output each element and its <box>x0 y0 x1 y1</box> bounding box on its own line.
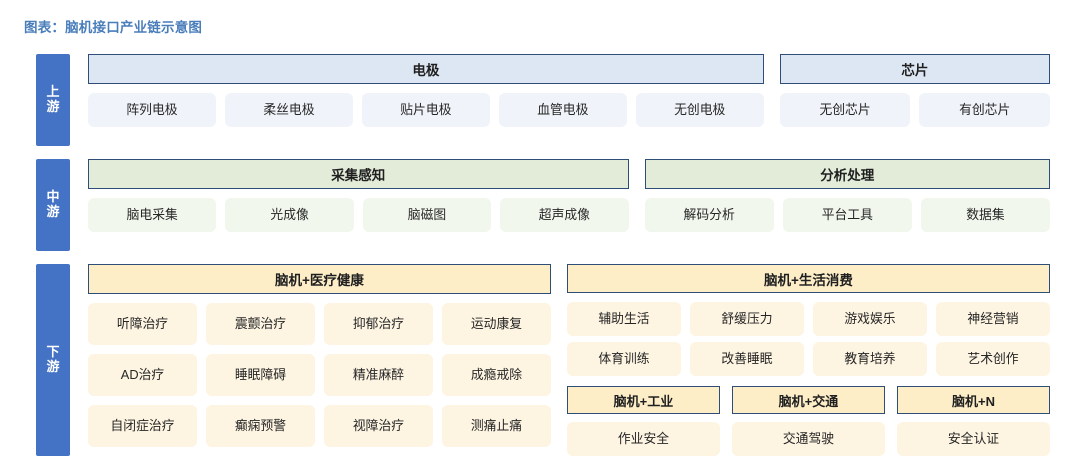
page-title: 图表：脑机接口产业链示意图 <box>24 20 203 35</box>
cell-item[interactable]: 教育培养 <box>812 342 927 376</box>
tier-label-downstream-line1: 下 <box>46 344 61 360</box>
cell-item[interactable]: 游戏娱乐 <box>812 302 927 336</box>
cells-row-life-2: 体育训练 改善睡眠 教育培养 艺术创作 <box>566 342 1050 376</box>
cells-row-transport: 交通驾驶 <box>731 422 885 456</box>
cells-row-acquisition: 脑电采集 光成像 脑磁图 超声成像 <box>88 198 629 232</box>
cell-item[interactable]: 无创电极 <box>635 93 764 127</box>
cell-item[interactable]: 震颤治疗 <box>205 303 315 345</box>
cell-item[interactable]: 柔丝电极 <box>224 93 353 127</box>
cell-item[interactable]: 数据集 <box>920 198 1050 232</box>
cell-item[interactable]: 脑磁图 <box>362 198 492 232</box>
tier-label-upstream-line2: 游 <box>46 99 61 114</box>
cells-row-electrode: 阵列电极 柔丝电极 贴片电极 血管电极 无创电极 <box>88 93 764 127</box>
cell-item[interactable]: 有创芯片 <box>919 93 1050 127</box>
cell-item[interactable]: 测痛止痛 <box>441 405 551 447</box>
cell-item[interactable]: 解码分析 <box>644 198 774 232</box>
cell-item[interactable]: 运动康复 <box>441 303 551 345</box>
cell-item[interactable]: 无创芯片 <box>779 93 911 127</box>
sub-groups-downstream: 脑机+工业 作业安全 脑机+交通 交通驾驶 脑机+N 安全认证 <box>566 386 1050 456</box>
cell-item[interactable]: 平台工具 <box>782 198 912 232</box>
cell-item[interactable]: 超声成像 <box>500 198 629 232</box>
sub-group-n: 脑机+N 安全认证 <box>896 386 1050 456</box>
cell-item[interactable]: 视障治疗 <box>323 405 433 447</box>
group-life-consumption: 脑机+生活消费 辅助生活 舒缓压力 游戏娱乐 神经营销 体育训练 改善睡眠 教育… <box>566 264 1050 456</box>
cell-item[interactable]: 成瘾戒除 <box>441 354 551 396</box>
cell-item[interactable]: 自闭症治疗 <box>88 405 197 447</box>
cells-row-chip: 无创芯片 有创芯片 <box>779 93 1050 127</box>
cells-row-medical-3: 自闭症治疗 癫痫预警 视障治疗 测痛止痛 <box>88 405 551 447</box>
tier-label-upstream-line1: 上 <box>46 84 61 100</box>
cells-row-analysis: 解码分析 平台工具 数据集 <box>644 198 1050 232</box>
tier-downstream-body: 脑机+医疗健康 听障治疗 震颤治疗 抑郁治疗 运动康复 AD治疗 睡眠障碍 精准… <box>88 264 1050 456</box>
cell-item[interactable]: 血管电极 <box>498 93 627 127</box>
cell-item[interactable]: 抑郁治疗 <box>323 303 433 345</box>
cell-item[interactable]: 癫痫预警 <box>205 405 315 447</box>
cell-item[interactable]: 听障治疗 <box>88 303 197 345</box>
group-header-acquisition: 采集感知 <box>88 159 629 189</box>
cell-item[interactable]: 交通驾驶 <box>731 422 885 456</box>
cells-row-medical-2: AD治疗 睡眠障碍 精准麻醉 成瘾戒除 <box>88 354 551 396</box>
tier-label-downstream: 下 游 <box>36 264 70 456</box>
cell-item[interactable]: 艺术创作 <box>935 342 1050 376</box>
tier-upstream: 上 游 电极 阵列电极 柔丝电极 贴片电极 血管电极 无创电极 芯片 无创芯片 … <box>0 54 1080 146</box>
cell-item[interactable]: 精准麻醉 <box>323 354 433 396</box>
cell-item[interactable]: 贴片电极 <box>361 93 490 127</box>
tier-label-downstream-line2: 游 <box>46 359 61 374</box>
sub-group-header-transport: 脑机+交通 <box>731 386 885 414</box>
cells-row-medical-1: 听障治疗 震颤治疗 抑郁治疗 运动康复 <box>88 303 551 345</box>
tier-label-upstream: 上 游 <box>36 54 70 146</box>
sub-group-transport: 脑机+交通 交通驾驶 <box>731 386 885 456</box>
cell-item[interactable]: 体育训练 <box>566 342 681 376</box>
tier-midstream-body: 采集感知 脑电采集 光成像 脑磁图 超声成像 分析处理 解码分析 平台工具 数据… <box>88 159 1050 251</box>
tier-downstream: 下 游 脑机+医疗健康 听障治疗 震颤治疗 抑郁治疗 运动康复 AD治疗 睡眠障… <box>0 264 1080 456</box>
group-acquisition: 采集感知 脑电采集 光成像 脑磁图 超声成像 <box>88 159 629 251</box>
group-analysis: 分析处理 解码分析 平台工具 数据集 <box>644 159 1050 251</box>
tier-midstream: 中 游 采集感知 脑电采集 光成像 脑磁图 超声成像 分析处理 解码分析 平台工… <box>0 159 1080 251</box>
cells-row-life-1: 辅助生活 舒缓压力 游戏娱乐 神经营销 <box>566 302 1050 336</box>
cell-item[interactable]: 阵列电极 <box>88 93 216 127</box>
cell-item[interactable]: 安全认证 <box>896 422 1050 456</box>
group-chip: 芯片 无创芯片 有创芯片 <box>779 54 1050 146</box>
tier-label-midstream-line1: 中 <box>46 189 61 205</box>
group-electrode: 电极 阵列电极 柔丝电极 贴片电极 血管电极 无创电极 <box>88 54 764 146</box>
sub-group-header-n: 脑机+N <box>896 386 1050 414</box>
group-header-medical-health: 脑机+医疗健康 <box>88 264 551 294</box>
group-header-electrode: 电极 <box>88 54 764 84</box>
cells-row-industry: 作业安全 <box>566 422 720 456</box>
cell-item[interactable]: 辅助生活 <box>566 302 681 336</box>
group-header-analysis: 分析处理 <box>644 159 1050 189</box>
cells-row-n: 安全认证 <box>896 422 1050 456</box>
cell-item[interactable]: 改善睡眠 <box>689 342 804 376</box>
cell-item[interactable]: 神经营销 <box>935 302 1050 336</box>
sub-group-industry: 脑机+工业 作业安全 <box>566 386 720 456</box>
cell-item[interactable]: 光成像 <box>225 198 354 232</box>
cell-item[interactable]: 脑电采集 <box>88 198 217 232</box>
cell-item[interactable]: 舒缓压力 <box>689 302 804 336</box>
cell-item[interactable]: AD治疗 <box>88 354 197 396</box>
cell-item[interactable]: 睡眠障碍 <box>205 354 315 396</box>
cell-item[interactable]: 作业安全 <box>566 422 720 456</box>
group-header-chip: 芯片 <box>779 54 1050 84</box>
tier-label-midstream: 中 游 <box>36 159 70 251</box>
group-header-life-consumption: 脑机+生活消费 <box>566 264 1050 293</box>
sub-group-header-industry: 脑机+工业 <box>566 386 720 414</box>
tier-label-midstream-line2: 游 <box>46 204 61 219</box>
group-medical-health: 脑机+医疗健康 听障治疗 震颤治疗 抑郁治疗 运动康复 AD治疗 睡眠障碍 精准… <box>88 264 551 456</box>
tier-upstream-body: 电极 阵列电极 柔丝电极 贴片电极 血管电极 无创电极 芯片 无创芯片 有创芯片 <box>88 54 1050 146</box>
